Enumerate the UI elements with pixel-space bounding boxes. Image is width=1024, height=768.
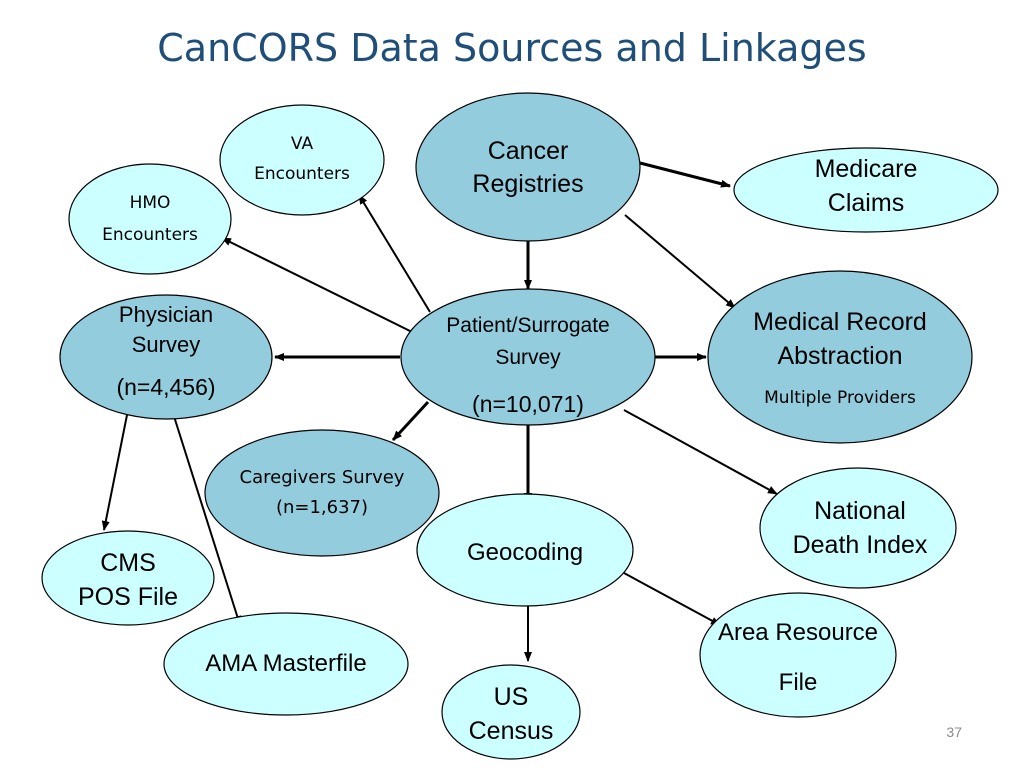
arrow-patient-to-caregivers xyxy=(391,400,430,442)
arrow-physician-to-cms xyxy=(101,409,129,531)
slide-number: 37 xyxy=(946,724,962,740)
arrow-geocoding-to-arf xyxy=(623,572,721,626)
arrow-patient-to-ndi xyxy=(623,409,778,495)
node-medicare-claims xyxy=(733,147,999,233)
node-area-resource-file xyxy=(699,592,897,718)
node-ama-masterfile xyxy=(163,612,409,716)
arrow-patient-to-hmo xyxy=(221,237,413,333)
node-cancer-registries xyxy=(415,92,641,242)
page-title: CanCORS Data Sources and Linkages xyxy=(157,26,867,70)
arrow-patient-to-va xyxy=(358,194,431,313)
arrow-registries-to-medrecord xyxy=(624,214,736,309)
node-us-census xyxy=(441,664,581,760)
node-patient-surrogate-survey xyxy=(400,288,656,426)
arrow-registries-to-medicare xyxy=(639,161,731,188)
node-national-death-index xyxy=(759,467,957,589)
node-geocoding xyxy=(416,493,634,607)
node-va-encounters xyxy=(219,104,385,216)
node-physician-survey xyxy=(59,294,273,420)
node-cms-pos-file xyxy=(41,530,215,626)
node-hmo-encounters xyxy=(68,163,232,275)
node-medical-record-abstraction xyxy=(707,270,973,444)
arrow-physician-to-ama xyxy=(171,409,242,626)
node-caregivers-survey xyxy=(204,429,440,557)
